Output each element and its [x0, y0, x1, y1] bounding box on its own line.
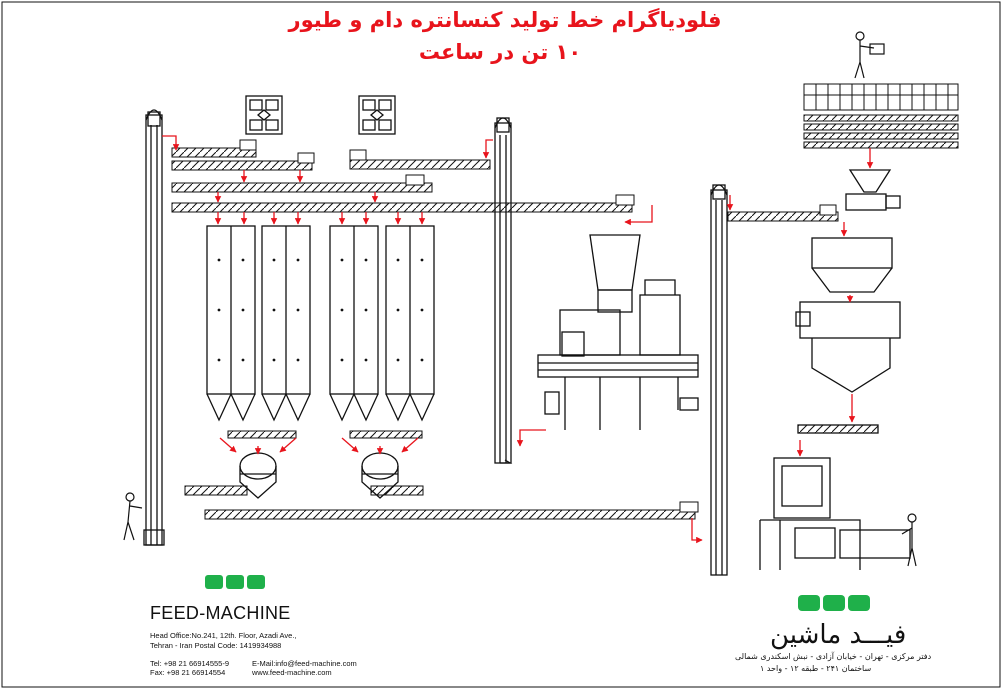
flow-arrows: [162, 135, 874, 544]
address-fa-line-2: ساختمان ۲۴۱ - طبقه ۱۲ - واحد ۱: [760, 664, 872, 673]
diagram-title: فلودیاگرام خط تولید کنسانتره دام و طیور: [288, 8, 722, 32]
company-logo-en: [205, 575, 265, 589]
intake-hopper-1: [245, 95, 283, 135]
address-fa-line-1: دفتر مرکزی - تهران - خیابان آزادی - نبش …: [735, 652, 932, 661]
intake-hopper-2: [358, 95, 396, 135]
phone-number: Tel: +98 21 66914555-9: [150, 659, 230, 668]
company-logo-fa: [798, 595, 870, 611]
silo-bank: [206, 225, 435, 422]
raw-material-bags-stack: [803, 83, 959, 149]
company-name-fa: فیـــد ماشین: [770, 620, 907, 650]
intake-funnel-right: [845, 169, 901, 211]
website-url: www.feed-machine.com: [252, 668, 332, 677]
screw-conveyors-top: [171, 139, 839, 520]
bucket-elevator-2: [494, 117, 513, 464]
address-line-2: Tehran - Iran Postal Code: 1419934988: [150, 641, 282, 650]
worker-figure-top: [854, 31, 885, 79]
bagging-bin: [795, 237, 901, 393]
fax-number: Fax: +98 21 66914554: [150, 668, 226, 677]
bucket-elevator-3: [710, 184, 728, 576]
diagram-subtitle: ۱۰ تن در ساعت: [418, 40, 582, 64]
silo-feeders: [227, 430, 423, 439]
silo-group-1: [206, 225, 311, 422]
pellet-mill-unit: [537, 234, 699, 430]
email-address: E-Mail:info@feed-machine.com: [252, 659, 357, 668]
silo-group-2: [329, 225, 435, 422]
silo-level-sensors: [217, 258, 424, 362]
packing-scale: [759, 424, 911, 570]
company-name-en: FEED-MACHINE: [150, 603, 291, 623]
worker-figure-bagging: [901, 513, 917, 567]
weighing-hopper-1: [239, 452, 277, 499]
bucket-elevator-1: [143, 109, 165, 546]
worker-figure-intake: [123, 492, 143, 541]
address-line-1: Head Office:No.241, 12th. Floor, Azadi A…: [150, 631, 297, 640]
